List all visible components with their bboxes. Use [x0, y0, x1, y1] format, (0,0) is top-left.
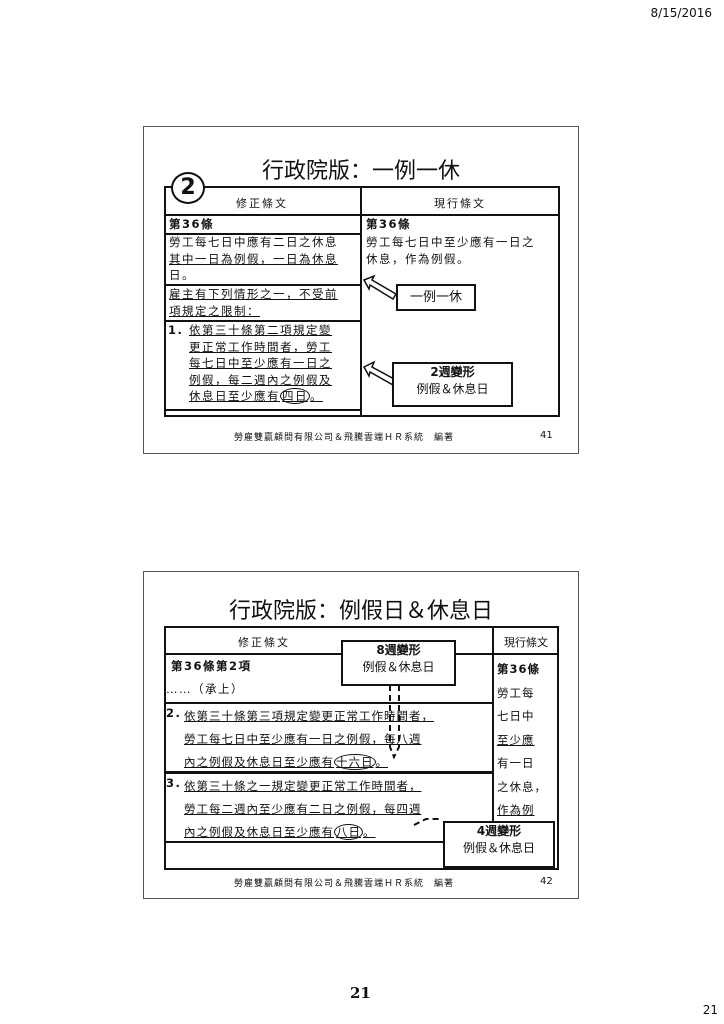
- comparison-table: [164, 186, 560, 417]
- text-line: 七日中: [497, 709, 535, 723]
- dashed-connector: [389, 685, 440, 826]
- text-line: 有一日: [497, 756, 535, 770]
- continued-text: ……（承上）: [166, 682, 244, 696]
- callout-line: 4週變形: [476, 824, 522, 838]
- period: 。: [310, 389, 323, 403]
- header-current: 現行條文: [434, 197, 486, 210]
- divider: [164, 320, 361, 322]
- divider: [164, 284, 361, 286]
- divider: [360, 186, 362, 417]
- period: 。: [363, 825, 376, 839]
- text-line: 休息，作為例假。: [366, 251, 470, 266]
- text-line: 內之例假及休息日至少應有: [184, 755, 334, 769]
- number-badge: 2: [171, 172, 205, 204]
- item-number: 1.: [168, 323, 184, 337]
- print-date: 8/15/2016: [650, 6, 712, 20]
- text-line: 勞工每七日中至少應有一日之: [366, 235, 535, 249]
- circled-days: 八日: [334, 824, 363, 840]
- slide-title: 行政院版：例假日＆休息日: [228, 599, 493, 624]
- header-amended: 修正條文: [238, 636, 290, 649]
- callout-one-rest: 一例一休: [396, 284, 476, 311]
- callout-line: 例假＆休息日: [416, 382, 489, 396]
- text-line: 每七日中至少應有一日之: [189, 356, 332, 370]
- divider: [164, 841, 493, 843]
- period: 。: [375, 755, 388, 769]
- divider: [164, 233, 361, 235]
- text-line: 項規定之限制：: [169, 303, 260, 318]
- slide-footer: 勞雇雙贏顧問有限公司＆飛騰雲端ＨＲ系統 編著: [234, 433, 455, 443]
- text-line: 勞工每七日中應有二日之休息: [169, 235, 338, 249]
- text-line: 雇主有下列情形之一，不受前: [169, 287, 338, 301]
- arrow-icon: [362, 274, 398, 387]
- text-line: 例假，每二週內之例假及: [189, 372, 332, 387]
- article-amended: 第36條: [169, 217, 215, 231]
- article-amended: 第36條第2項: [171, 659, 252, 673]
- text-line: 勞工每: [497, 685, 535, 700]
- divider: [164, 771, 493, 774]
- item-number: 2.: [166, 706, 182, 720]
- article-current: 第36條: [366, 217, 412, 231]
- text-line: 依第三十條第三項規定變更正常工作時間者，: [184, 709, 434, 723]
- slide-42: 行政院版：例假日＆休息日 修正條文 現行條文 第36條第2項 ……（承上） 2.…: [143, 571, 579, 899]
- callout-line: 8週變形: [376, 643, 421, 657]
- text-line: 勞工每七日中至少應有一日之例假，每八週: [184, 732, 422, 746]
- callout-line: 例假＆休息日: [462, 841, 535, 855]
- callout-line: 2週變形: [430, 365, 475, 379]
- text-line: 更正常工作時間者，勞工: [189, 339, 332, 354]
- text-line: 休息日至少應有: [189, 389, 280, 403]
- page-number-corner: 21: [702, 1003, 718, 1017]
- text-line: 依第三十條第二項規定變: [189, 323, 332, 337]
- page-number-center: 21: [350, 984, 371, 1002]
- divider: [164, 702, 493, 704]
- text-line: 勞工每二週內至少應有二日之例假，每四週: [184, 802, 422, 816]
- text-line: 至少應: [497, 732, 535, 747]
- text-line: 依第三十條之一規定變更正常工作時間者，: [184, 779, 422, 793]
- text-line: 日。: [169, 268, 195, 282]
- slide-title: 行政院版：一例一休: [261, 159, 460, 184]
- header-current: 現行條文: [504, 636, 548, 649]
- text-line: 其中一日為例假，一日為休息: [169, 251, 338, 266]
- slide-41: 行政院版：一例一休 2 修正條文 現行條文 第36條 第36條 勞工每七日中應有…: [143, 126, 579, 454]
- slide-number: 41: [540, 430, 553, 441]
- callout-line: 例假＆休息日: [362, 660, 435, 674]
- circled-days: 十六日: [334, 754, 376, 770]
- text-line: 第36條: [497, 662, 541, 676]
- circled-days: 四日: [280, 388, 310, 404]
- slide-footer: 勞雇雙贏顧問有限公司＆飛騰雲端ＨＲ系統 編著: [234, 879, 455, 889]
- divider: [492, 626, 494, 870]
- text-line: 內之例假及休息日至少應有: [184, 825, 334, 839]
- text-line: 之休息，: [497, 779, 547, 794]
- text-line: 作為例: [497, 803, 535, 817]
- divider: [164, 409, 361, 411]
- slide-number: 42: [540, 876, 553, 887]
- header-amended: 修正條文: [236, 197, 288, 210]
- divider: [164, 214, 560, 216]
- comparison-table: [164, 626, 559, 870]
- item-number: 3.: [166, 776, 182, 790]
